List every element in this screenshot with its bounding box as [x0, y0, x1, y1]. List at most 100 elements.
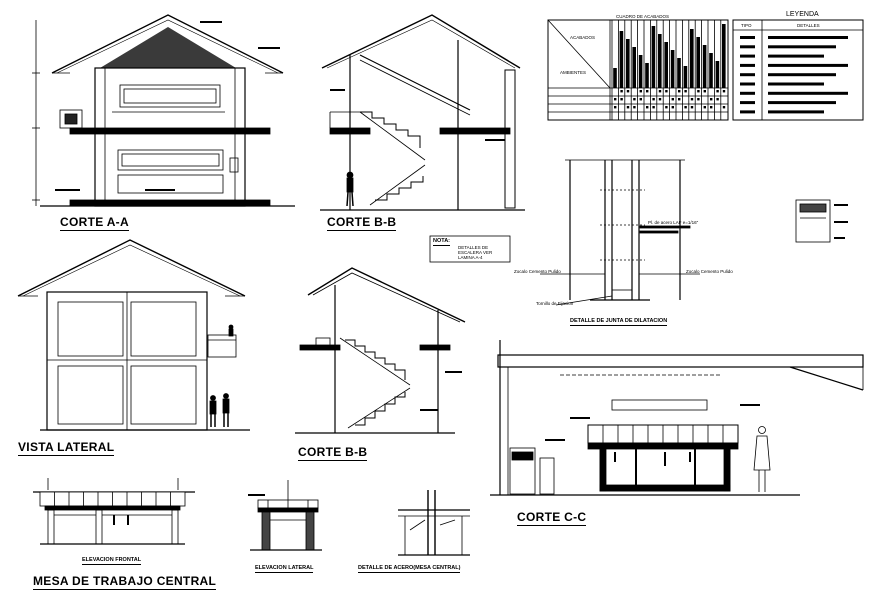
acabados-mark	[646, 90, 649, 93]
acabados-mark	[639, 98, 642, 101]
acabados-mark	[710, 98, 713, 101]
acabados-column-fill	[715, 61, 720, 88]
acabados-column-fill	[670, 50, 675, 88]
acabados-column-fill	[638, 55, 643, 88]
acabados-column-fill	[626, 39, 630, 88]
leyenda-detail-mark	[768, 110, 824, 114]
leyenda-detail-mark	[768, 36, 848, 39]
leyenda-type-mark	[740, 91, 755, 95]
acabados-mark	[652, 98, 655, 101]
acabados-mark	[665, 90, 668, 93]
person-figure	[346, 171, 354, 207]
acabados-column-fill	[645, 63, 649, 88]
leyenda-detail-mark	[768, 101, 836, 105]
acabados-mark	[684, 90, 687, 93]
title-corte-cc: CORTE C-C	[517, 510, 587, 526]
people-figures	[209, 324, 234, 427]
corte-bb-top-drawing	[320, 14, 525, 211]
acabados-mark	[671, 106, 674, 109]
title-corte-bb-top: CORTE B-B	[327, 215, 397, 231]
acabados-column-fill	[658, 34, 662, 88]
acabados-mark	[716, 90, 719, 93]
acabados-mark	[722, 106, 726, 109]
corte-bb-bottom-drawing	[295, 267, 466, 434]
acabados-mark	[633, 98, 636, 101]
junta-detail-drawing	[540, 159, 700, 306]
acabados-title: CUADRO DE ACABADOS	[616, 14, 670, 19]
acabados-column-fill	[613, 68, 617, 88]
subtitle-detalle-junta: DETALLE DE JUNTA DE DILATACION	[570, 318, 668, 326]
title-corte-bb-bottom: CORTE B-B	[298, 445, 368, 461]
acabados-mark	[646, 106, 649, 109]
vista-lateral-drawing	[17, 239, 250, 431]
acabados-column-fill	[651, 26, 656, 88]
acabados-mark	[684, 106, 687, 109]
leyenda-type-mark	[740, 73, 755, 77]
acabados-mark	[658, 90, 662, 93]
leyenda-detail-mark	[768, 63, 848, 67]
ambientes-row-label: AMBIENTES	[560, 70, 587, 75]
junta-label-right: Zocalo Cemento Pulido	[686, 269, 733, 274]
acabados-column-fill	[709, 53, 713, 88]
acabados-mark	[620, 90, 623, 93]
acabados-mark	[690, 106, 694, 109]
acabados-column-fill	[619, 31, 624, 88]
acabados-mark	[614, 106, 617, 109]
acabados-mark	[722, 90, 726, 93]
leyenda-col-tipo: TIPO	[741, 23, 752, 28]
leyenda-type-mark	[740, 110, 755, 114]
leyenda-detail-mark	[768, 54, 824, 58]
leyenda-detail-mark	[768, 73, 836, 77]
acabados-mark	[703, 106, 706, 109]
acabados-mark	[658, 98, 662, 101]
acabados-mark	[697, 90, 700, 93]
acabados-column-fill	[664, 42, 668, 88]
elevacion-lateral-drawing	[248, 480, 322, 551]
acabados-column-fill	[632, 47, 636, 88]
leyenda-type-mark	[740, 36, 755, 39]
acabados-column-fill	[683, 66, 688, 88]
subtitle-elevacion-frontal: ELEVACION FRONTAL	[82, 557, 142, 565]
leyenda-type-mark	[740, 63, 755, 67]
acabados-mark	[626, 106, 630, 109]
leyenda-type-mark	[740, 82, 755, 86]
corte-aa-drawing	[32, 14, 295, 207]
nota-heading: NOTA:	[433, 238, 451, 246]
leyenda-type-mark	[740, 45, 755, 49]
detalle-asiento-drawing	[795, 199, 848, 243]
leyenda-detail-mark	[768, 45, 836, 49]
acabados-column-fill	[677, 58, 681, 88]
acabados-mark	[697, 98, 700, 101]
leyenda-title: LEYENDA	[786, 11, 819, 18]
acabados-mark	[710, 106, 713, 109]
acabados-column-fill	[696, 37, 700, 88]
acabados-mark	[690, 98, 694, 101]
person-figure-cc	[753, 426, 771, 492]
acabados-mark	[620, 98, 623, 101]
nota-text: DETALLES DE ESCALERA VER LAMINA A-4	[458, 245, 493, 260]
acabados-column-fill	[702, 45, 707, 88]
acabados-table	[547, 19, 729, 121]
leyenda-table	[732, 19, 864, 121]
acabados-row-label: ACABADOS	[570, 35, 596, 40]
junta-label-plate: Pl. de acero LAF e=1/16"	[648, 220, 699, 225]
acabados-mark	[671, 98, 674, 101]
subtitle-elevacion-lateral: ELEVACION LATERAL	[255, 565, 314, 573]
title-mesa-trabajo: MESA DE TRABAJO CENTRAL	[33, 574, 217, 590]
acabados-mark	[703, 90, 706, 93]
junta-label-left: Zocalo Cemento Pulido	[514, 269, 561, 274]
acabados-mark	[639, 90, 642, 93]
acabados-mark	[678, 90, 681, 93]
acabados-mark	[626, 90, 630, 93]
acabados-mark	[716, 98, 719, 101]
title-corte-aa: CORTE A-A	[60, 215, 129, 231]
nota-box	[429, 235, 511, 263]
title-vista-lateral: VISTA LATERAL	[18, 440, 115, 456]
leyenda-type-mark	[740, 54, 755, 58]
roof-lattice	[100, 27, 236, 68]
elevacion-frontal-drawing	[33, 478, 195, 545]
acabados-mark	[614, 98, 617, 101]
leyenda-detail-mark	[768, 91, 848, 95]
